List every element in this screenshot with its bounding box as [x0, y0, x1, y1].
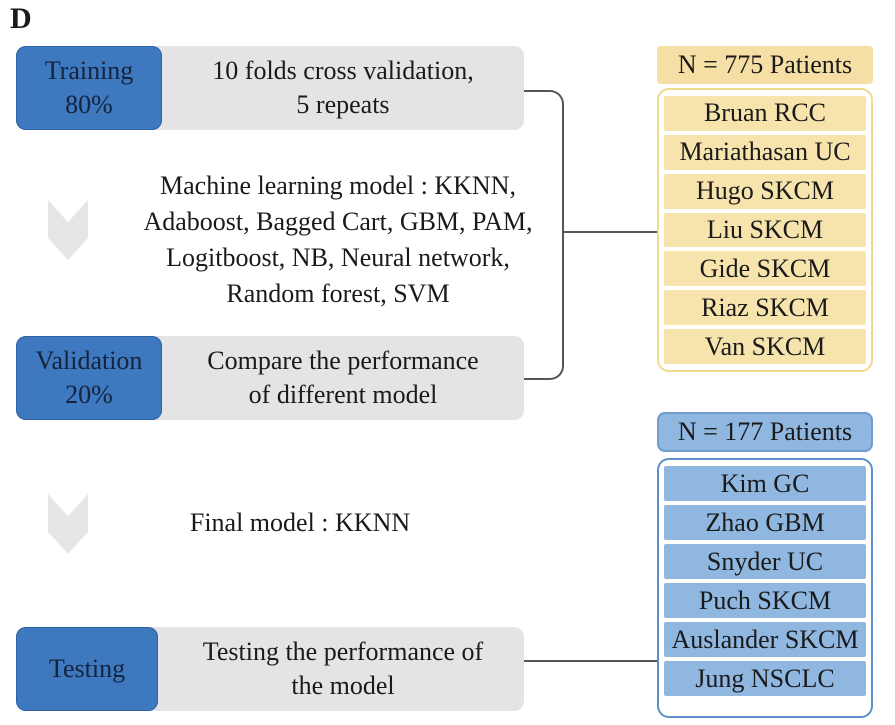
models-text: Machine learning model : KKNN, Adaboost,… [143, 171, 533, 308]
testing-desc: Testing the performance of the model [202, 637, 484, 700]
training-connector-line [564, 231, 660, 233]
validation-label: Validation 20% [35, 346, 143, 409]
panel-label: D [10, 2, 32, 35]
cohort-item: Snyder UC [664, 544, 866, 579]
training-label: Training 80% [44, 56, 134, 119]
cohort-item: Riaz SKCM [664, 290, 866, 326]
training-cohorts-header: N = 775 Patients [657, 46, 873, 84]
validation-desc: Compare the performance of different mod… [207, 346, 479, 409]
cohort-item: Kim GC [664, 466, 866, 501]
cohort-item: Zhao GBM [664, 505, 866, 540]
cohort-item: Gide SKCM [664, 251, 866, 287]
cohort-item: Jung NSCLC [664, 661, 866, 696]
validation-label-box: Validation 20% [16, 336, 162, 420]
training-desc: 10 folds cross validation, 5 repeats [212, 56, 474, 119]
cohort-item: Puch SKCM [664, 583, 866, 618]
cohort-item: Bruan RCC [664, 96, 866, 131]
chevron-down-icon [48, 200, 88, 260]
cohort-item: Mariathasan UC [664, 134, 866, 170]
training-label-box: Training 80% [16, 46, 162, 130]
cohort-item: Liu SKCM [664, 212, 866, 248]
training-cohorts-list: Bruan RCC Mariathasan UC Hugo SKCM Liu S… [657, 88, 873, 372]
final-model-text: Final model : KKNN [189, 508, 411, 537]
testing-cohorts-list: Kim GC Zhao GBM Snyder UC Puch SKCM Ausl… [657, 458, 873, 718]
training-bracket [524, 90, 564, 380]
cohort-item: Auslander SKCM [664, 622, 866, 657]
training-desc-box: 10 folds cross validation, 5 repeats [140, 46, 524, 130]
training-cohorts-header-text: N = 775 Patients [677, 50, 853, 79]
cohort-item: Van SKCM [664, 329, 866, 365]
testing-desc-box: Testing the performance of the model [140, 627, 524, 711]
testing-cohorts-header: N = 177 Patients [657, 412, 873, 452]
testing-label: Testing [48, 654, 126, 683]
validation-desc-box: Compare the performance of different mod… [140, 336, 524, 420]
chevron-down-icon [48, 494, 88, 554]
testing-connector-line [524, 660, 660, 662]
testing-label-box: Testing [16, 627, 158, 711]
cohort-item: Hugo SKCM [664, 173, 866, 209]
testing-cohorts-header-text: N = 177 Patients [677, 417, 853, 446]
